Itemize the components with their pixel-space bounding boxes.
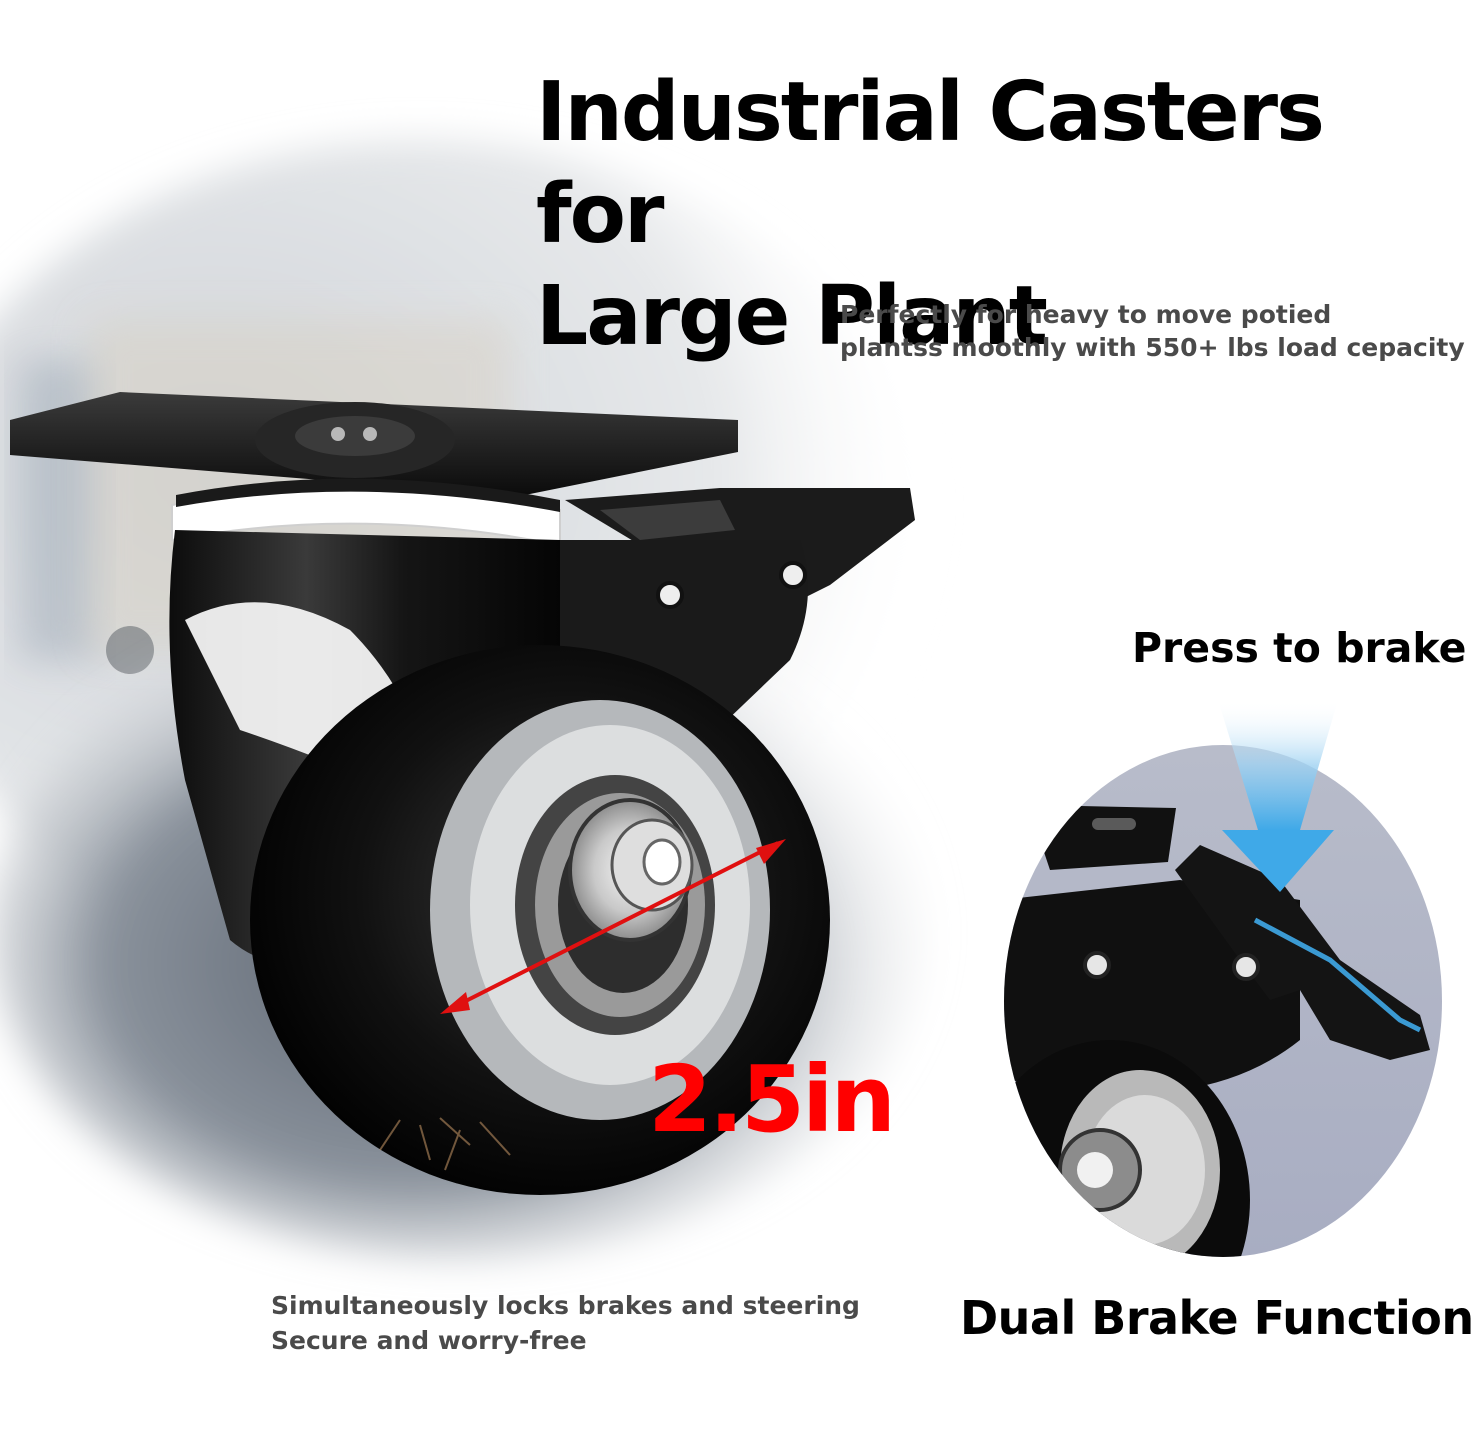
headline-line-1: Industrial Casters for [536, 65, 1325, 262]
brake-lock-description: Simultaneously locks brakes and steering… [271, 1288, 860, 1358]
press-arrow-icon [1218, 700, 1338, 892]
dimension-arrow [440, 839, 786, 1014]
dual-brake-title: Dual Brake Function [960, 1291, 1474, 1345]
headline: Industrial Casters for Large Plant [536, 62, 1445, 368]
subtext-line-2: plantss moothly with 550+ lbs load cepac… [840, 333, 1465, 362]
wheel-size-label: 2.5in [648, 1046, 896, 1153]
load-capacity-description: Perfectly for heavy to move potied plant… [840, 298, 1465, 364]
press-to-brake-label: Press to brake [1132, 624, 1467, 672]
bottom-note-line-2: Secure and worry-free [271, 1326, 587, 1355]
headline-line-2: Large Plant [536, 269, 1048, 364]
subtext-line-1: Perfectly for heavy to move potied [840, 300, 1332, 329]
bottom-note-line-1: Simultaneously locks brakes and steering [271, 1291, 860, 1320]
